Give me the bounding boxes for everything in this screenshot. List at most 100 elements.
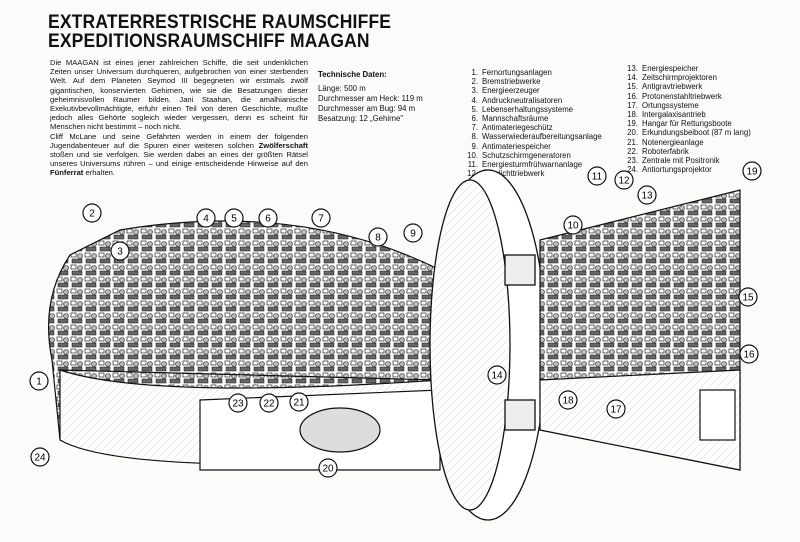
legend-item: 6. Mannschaftsräume: [462, 114, 602, 123]
legend-label: Hangar für Rettungsboote: [642, 119, 732, 129]
callout-18: 18: [558, 390, 578, 410]
legend-number: 19.: [627, 119, 638, 129]
callout-circle: [82, 203, 102, 223]
legend-number: 1.: [471, 68, 478, 77]
callout-circle: [224, 208, 244, 228]
callout-number: 4: [203, 214, 209, 225]
legend-label: Antigravtriebwerk: [642, 82, 703, 92]
callout-number: 11: [592, 172, 603, 183]
callout-circle: [30, 447, 50, 467]
legend-label: Ortungssysteme: [642, 100, 699, 110]
legend-item: 8. Wasserwiederaufbereitungsanlage: [462, 132, 602, 142]
legend-label: Bremstriebwerke: [482, 77, 541, 87]
callout-circle: [637, 185, 657, 205]
callout-number: 14: [491, 371, 503, 382]
callout-3: 3: [110, 241, 130, 261]
legend-number: 14.: [627, 73, 638, 83]
legend-number: 16.: [627, 91, 638, 101]
callout-24: 24: [30, 447, 50, 467]
callout-circle: [368, 227, 388, 247]
legend-label: Roboterfabrik: [642, 146, 689, 156]
legend-label: Notenergieanlage: [642, 137, 704, 147]
legend-item: 21. Notenergieanlage: [622, 138, 751, 147]
technical-data-heading: Technische Daten:: [318, 70, 387, 79]
callout-16: 16: [739, 344, 759, 364]
callout-8: 8: [368, 227, 388, 247]
callout-number: 18: [562, 396, 574, 407]
callout-circle: [403, 223, 423, 243]
tech-line: Länge: 500 m: [318, 84, 366, 93]
callout-11: 11: [587, 166, 607, 186]
legend-label: Erkundungsbeiboot (87 m lang): [642, 128, 751, 138]
callout-17: 17: [606, 399, 626, 419]
callout-6: 6: [258, 208, 278, 228]
callout-number: 16: [743, 350, 755, 361]
callout-number: 22: [263, 399, 275, 410]
legend-item: 7. Antimateriegeschütz: [462, 123, 602, 132]
legend-number: 9.: [471, 141, 478, 151]
callout-number: 6: [265, 214, 271, 225]
legend-number: 4.: [471, 95, 478, 105]
callout-number: 8: [375, 233, 381, 244]
callout-number: 1: [36, 377, 42, 388]
legend-label: Andruckneutralisatoren: [482, 95, 563, 105]
legend-item: 12.Überlichttriebwerk: [462, 169, 602, 178]
intro-text-part: erhalten.: [83, 168, 116, 178]
legend-label: Protonenstahltriebwerk: [642, 91, 722, 101]
callout-circle: [311, 208, 331, 228]
callout-number: 2: [89, 209, 95, 220]
callout-7: 7: [311, 208, 331, 228]
legend-label: Lebenserhaltungssysteme: [482, 104, 574, 114]
tech-line: Besatzung: 12 „Gehirne": [318, 114, 404, 123]
legend-number: 18.: [627, 110, 638, 120]
legend-number: 13.: [627, 64, 638, 73]
legend-number: 10.: [467, 150, 478, 160]
legend-item: 5.Lebenserhaltungssysteme: [462, 105, 602, 114]
callout-circle: [563, 215, 583, 235]
legend-label: Antimateriegeschütz: [482, 123, 553, 133]
callout-14: 14: [487, 365, 507, 385]
callout-number: 5: [231, 214, 237, 225]
ship-title: EXPEDITIONSRAUMSCHIFF MAAGAN: [48, 31, 370, 52]
callout-number: 12: [618, 176, 630, 187]
callout-19: 19: [742, 161, 762, 181]
legend-label: Schutzschirmgeneratoren: [482, 150, 571, 160]
aft-section: [539, 189, 741, 471]
legend-item: 4. Andruckneutralisatoren: [462, 96, 602, 105]
legend-label: Wasserwiederaufbereitungsanlage: [482, 132, 602, 142]
callout-number: 21: [293, 398, 305, 409]
legend-number: 8.: [471, 132, 478, 142]
intro-text-part: Cliff McLane und seine Gefährten werden …: [50, 131, 308, 150]
technical-data: Technische Daten: Länge: 500 m Durchmess…: [318, 70, 423, 124]
tech-line: Durchmesser am Bug: 94 m: [318, 104, 416, 113]
callout-circle: [318, 458, 338, 478]
callout-circle: [739, 344, 759, 364]
callout-number: 20: [322, 464, 334, 475]
callout-9: 9: [403, 223, 423, 243]
callout-number: 7: [318, 214, 324, 225]
callout-circle: [587, 166, 607, 186]
callout-circle: [606, 399, 626, 419]
legend-item: 10. Schutzschirmgeneratoren: [462, 151, 602, 160]
legend-item: 11.Energiesturmfrühwarnanlage: [462, 160, 602, 169]
callout-number: 23: [232, 399, 244, 410]
legend-number: 22.: [627, 146, 638, 156]
legend-number: 17.: [627, 100, 638, 110]
legend-number: 6.: [471, 114, 478, 124]
legend-item: 13.Energiespeicher: [622, 64, 751, 73]
legend-number: 21.: [627, 137, 638, 147]
forward-hull: [47, 220, 441, 471]
legend-label: Fernortungsanlagen: [482, 68, 552, 77]
tech-line: Durchmesser am Heck: 119 m: [318, 94, 423, 103]
callout-number: 19: [746, 167, 758, 178]
legend-number: 24.: [627, 165, 638, 175]
legend-label: Antimateriespeicher: [482, 141, 551, 151]
callout-1: 1: [29, 371, 49, 391]
legend-label: Energiesturmfrühwarnanlage: [482, 160, 583, 170]
legend-number: 7.: [471, 123, 478, 133]
legend-label: Antiortungsprojektor: [642, 165, 712, 175]
legend-label: Mannschaftsräume: [482, 114, 549, 124]
callout-number: 13: [641, 191, 653, 202]
legend-label: Energieerzeuger: [482, 86, 540, 96]
